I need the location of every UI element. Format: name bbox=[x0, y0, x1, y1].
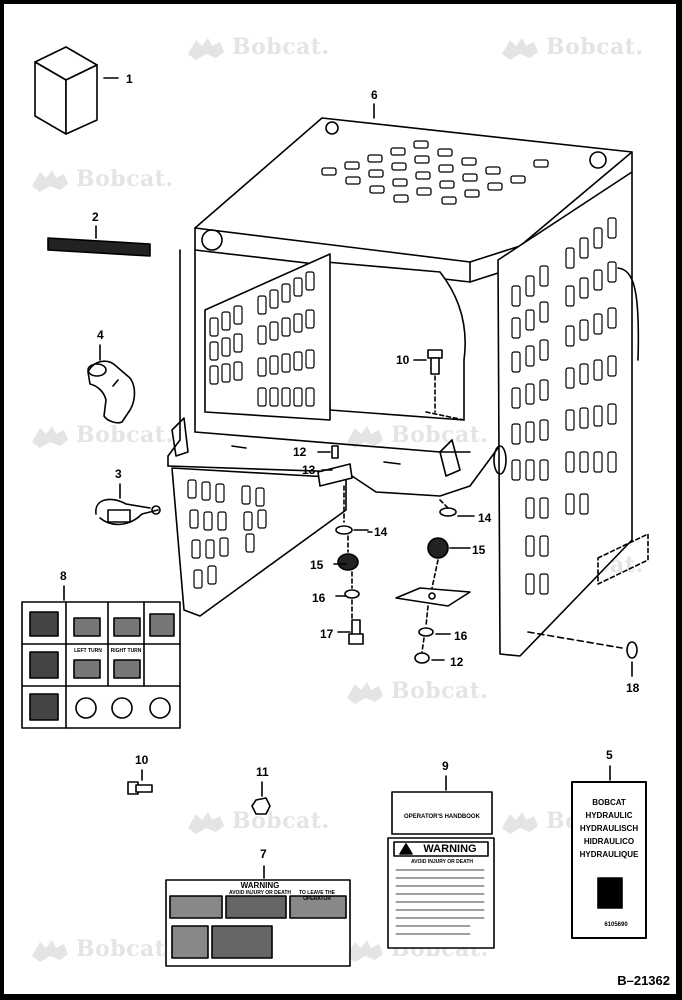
bobcat-logo-icon bbox=[30, 166, 70, 194]
bobcat-logo-icon bbox=[500, 34, 540, 62]
watermark: Bobcat. bbox=[30, 166, 174, 194]
decal-9-warning: WARNING bbox=[423, 843, 477, 855]
part-5-decal bbox=[571, 765, 647, 939]
watermark: Bobcat. bbox=[345, 678, 489, 706]
watermark: Bobcat. bbox=[30, 936, 174, 964]
callout-15-left: 15 bbox=[310, 558, 324, 572]
decal-5-line: HYDRAULIC bbox=[585, 811, 633, 820]
part-4-elbow bbox=[87, 344, 136, 424]
callout-5: 5 bbox=[606, 748, 613, 762]
callout-4: 4 bbox=[97, 328, 104, 342]
callout-9: 9 bbox=[442, 759, 449, 773]
mount-stack-left bbox=[333, 525, 369, 645]
decal-8-cell: LEFT TURN bbox=[74, 648, 102, 654]
callout-8: 8 bbox=[60, 569, 67, 583]
callout-10-upper: 10 bbox=[396, 353, 410, 367]
decal-5-line: HYDRAULIQUE bbox=[579, 850, 639, 859]
watermark: Bobcat. bbox=[186, 808, 330, 836]
bobcat-logo-icon bbox=[186, 34, 226, 62]
decal-9-subhead: AVOID INJURY OR DEATH bbox=[410, 859, 474, 865]
mount-stack-right bbox=[395, 499, 475, 664]
callout-17: 17 bbox=[320, 627, 334, 641]
part-6-cab bbox=[167, 103, 649, 657]
document-number: B–21362 bbox=[617, 973, 670, 988]
decal-8-cell: RIGHT TURN bbox=[110, 648, 142, 654]
callout-12-upper: 12 bbox=[293, 445, 307, 459]
callout-6: 6 bbox=[371, 88, 378, 102]
callout-16-left: 16 bbox=[312, 591, 326, 605]
part-3-clamp bbox=[95, 483, 161, 526]
callout-13: 13 bbox=[302, 463, 316, 477]
callout-18: 18 bbox=[626, 681, 640, 695]
decal-7-warning: WARNING bbox=[240, 881, 280, 890]
callout-2: 2 bbox=[92, 210, 99, 224]
callout-7: 7 bbox=[260, 847, 267, 861]
part-13-bracket bbox=[317, 445, 353, 523]
callout-16-right: 16 bbox=[454, 629, 468, 643]
part-8-decal bbox=[21, 585, 181, 729]
callout-15-right: 15 bbox=[472, 543, 486, 557]
bobcat-logo-icon bbox=[345, 678, 385, 706]
bobcat-logo-icon bbox=[345, 422, 385, 450]
part-7-decal bbox=[165, 865, 351, 967]
decal-5-line: HIDRAULICO bbox=[583, 837, 635, 846]
watermark: Bobcat. bbox=[500, 34, 644, 62]
decal-5-line: BOBCAT bbox=[592, 798, 626, 807]
part-1-box bbox=[34, 46, 119, 135]
decal-7-right-head: TO LEAVE THE OPERATOR bbox=[299, 890, 335, 902]
part-10-bolt-upper bbox=[413, 349, 465, 421]
watermark: Bobcat. bbox=[30, 422, 174, 450]
bobcat-logo-icon bbox=[186, 808, 226, 836]
watermark: Bobcat. bbox=[345, 422, 489, 450]
part-10-bolt-lower bbox=[127, 769, 153, 795]
callout-11: 11 bbox=[256, 765, 269, 779]
callout-14-left: 14 bbox=[374, 525, 388, 539]
bobcat-logo-icon bbox=[345, 936, 385, 964]
bobcat-logo-icon bbox=[30, 936, 70, 964]
watermark: Bobcat. bbox=[186, 34, 330, 62]
decal-5-text: BOBCAT HYDRAULIC HYDRAULISCH HIDRAULICO … bbox=[574, 796, 644, 861]
callout-3: 3 bbox=[115, 467, 122, 481]
part-2-strip bbox=[47, 225, 151, 257]
decal-5-line: HYDRAULISCH bbox=[579, 824, 639, 833]
callout-14-right: 14 bbox=[478, 511, 492, 525]
decal-5-part-no: 6105690 bbox=[604, 922, 628, 928]
part-18-plug bbox=[527, 631, 638, 677]
part-9-decal bbox=[387, 775, 495, 949]
part-11-nut bbox=[251, 781, 271, 815]
decal-7-subhead: AVOID INJURY OR DEATH bbox=[228, 890, 292, 896]
decal-9-header: OPERATOR'S HANDBOOK bbox=[404, 814, 480, 820]
bobcat-logo-icon bbox=[500, 808, 540, 836]
bobcat-logo-icon bbox=[30, 422, 70, 450]
callout-1: 1 bbox=[126, 72, 133, 86]
callout-10-lower: 10 bbox=[135, 753, 149, 767]
callout-12-lower: 12 bbox=[450, 655, 464, 669]
